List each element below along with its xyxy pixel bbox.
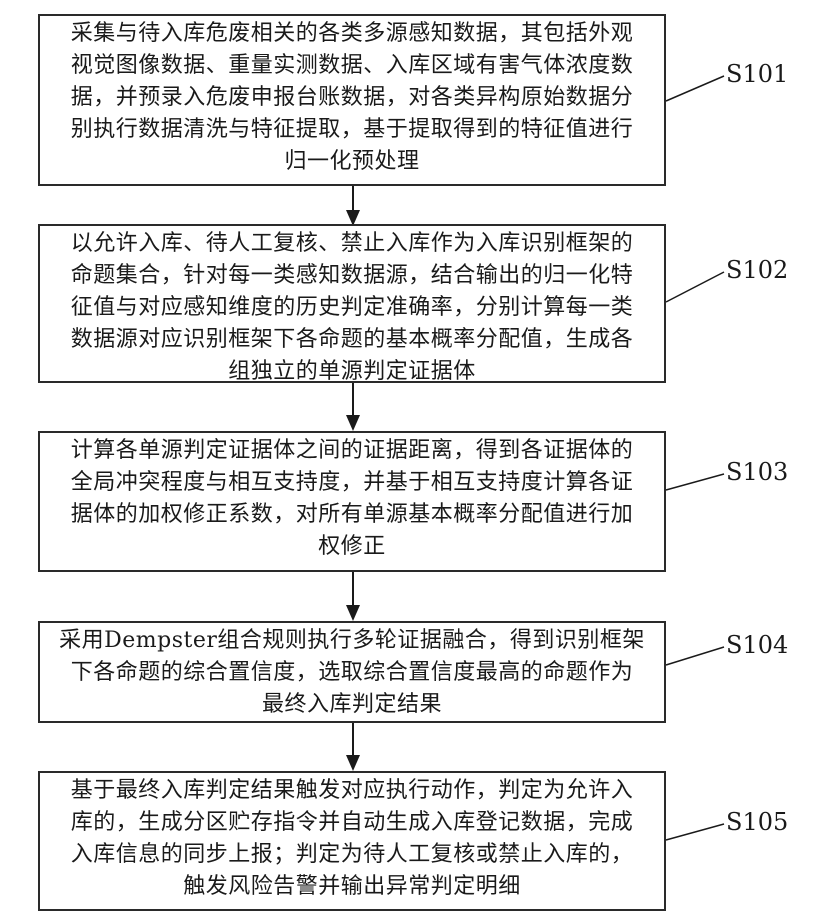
leader-s101 [666, 76, 724, 101]
step-label-s103: S103 [726, 458, 788, 486]
step-box-s103: 计算各单源判定证据体之间的证据距离，得到各证据体的 全局冲突程度与相互支持度，并… [38, 431, 666, 572]
step-box-s102: 以允许入库、待人工复核、禁止入库作为入库识别框架的 命题集合，针对每一类感知数据… [38, 224, 666, 383]
step-text-s102: 以允许入库、待人工复核、禁止入库作为入库识别框架的 命题集合，针对每一类感知数据… [40, 226, 664, 388]
step-label-s104: S104 [726, 631, 788, 659]
leader-s103 [666, 474, 724, 490]
step-label-s101: S101 [726, 60, 788, 88]
leader-s105 [666, 824, 724, 840]
step-text-s104: 采用Dempster组合规则执行多轮证据融合，得到识别框架 下各命题的综合置信度… [40, 623, 664, 721]
step-text-s103: 计算各单源判定证据体之间的证据距离，得到各证据体的 全局冲突程度与相互支持度，并… [40, 433, 664, 563]
leader-s102 [666, 272, 724, 302]
step-box-s101: 采集与待入库危废相关的各类多源感知数据，其包括外观 视觉图像数据、重量实测数据、… [38, 14, 666, 186]
step-text-s101: 采集与待入库危废相关的各类多源感知数据，其包括外观 视觉图像数据、重量实测数据、… [40, 16, 664, 178]
step-label-s102: S102 [726, 256, 788, 284]
step-box-s104: 采用Dempster组合规则执行多轮证据融合，得到识别框架 下各命题的综合置信度… [38, 621, 666, 723]
step-box-s105: 基于最终入库判定结果触发对应执行动作，判定为允许入 库的，生成分区贮存指令并自动… [38, 771, 666, 911]
leader-s104 [666, 647, 724, 665]
step-text-s105: 基于最终入库判定结果触发对应执行动作，判定为允许入 库的，生成分区贮存指令并自动… [40, 773, 664, 903]
step-label-s105: S105 [726, 808, 788, 836]
